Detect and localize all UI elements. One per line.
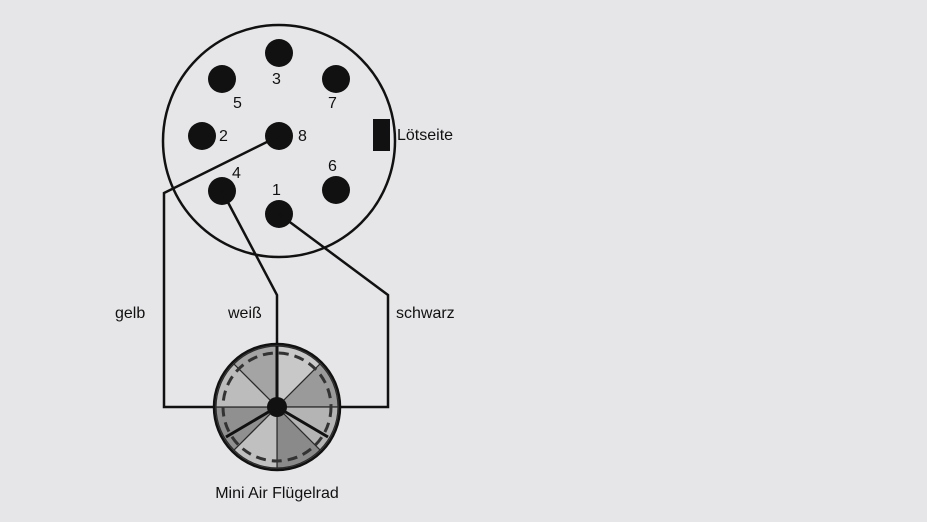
wire-black-label: schwarz — [396, 305, 455, 322]
impeller-icon — [212, 342, 342, 472]
pin-4-label: 4 — [232, 165, 241, 182]
connector-outline — [161, 23, 397, 259]
pin-7-label: 7 — [328, 95, 337, 112]
pin-8-label: 8 — [298, 128, 307, 145]
wire-white-label: weiß — [227, 305, 262, 322]
solder-tab — [373, 119, 390, 151]
wire-black — [278, 212, 390, 409]
solder-side-label: Lötseite — [397, 127, 453, 144]
pin-2 — [188, 122, 216, 150]
wire-yellow — [162, 134, 280, 409]
pin-2-label: 2 — [219, 128, 228, 145]
pin-6 — [322, 176, 350, 204]
pin-3-label: 3 — [272, 71, 281, 88]
wire-white — [220, 190, 279, 350]
pin-6-label: 6 — [328, 158, 337, 175]
pin-7 — [322, 65, 350, 93]
pin-5-label: 5 — [233, 95, 242, 112]
pin-3 — [265, 39, 293, 67]
pin-1-label: 1 — [272, 182, 281, 199]
wire-yellow-label: gelb — [115, 305, 145, 322]
device-label: Mini Air Flügelrad — [215, 485, 339, 502]
pin-5 — [208, 65, 236, 93]
